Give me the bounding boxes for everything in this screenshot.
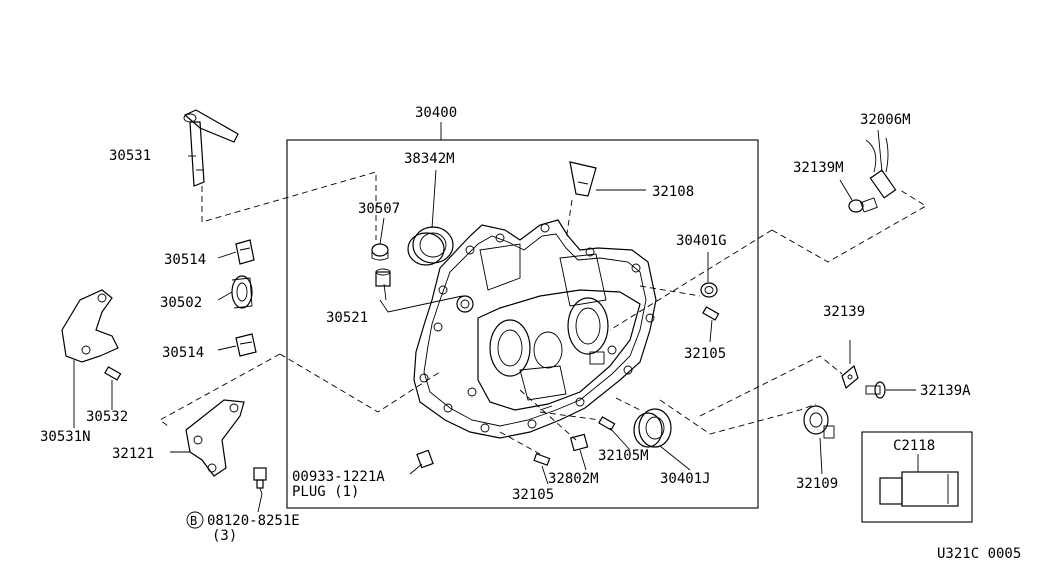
withdrawal-lever-30531 (183, 109, 239, 187)
housing-group-frame (286, 139, 759, 509)
label-32105M: 32105M (598, 448, 649, 464)
label-30507: 30507 (358, 201, 400, 217)
label-30531N: 30531N (40, 429, 91, 445)
dowel-pin-32105M (598, 416, 616, 431)
label-30514-lower: 30514 (162, 345, 204, 361)
dowel-pin-32105-upper (702, 306, 720, 321)
seal-30401J (633, 408, 672, 448)
washer-32139M (848, 197, 878, 213)
marker-b-letter: B (190, 514, 197, 528)
label-32139M: 32139M (793, 160, 844, 176)
label-plug: PLUG (1) (292, 484, 359, 500)
label-c2118: C2118 (893, 438, 935, 454)
label-32109: 32109 (796, 476, 838, 492)
label-32105-lower: 32105 (512, 487, 554, 503)
breather-32108 (569, 161, 597, 197)
pin-30532 (104, 366, 122, 381)
label-30514-upper: 30514 (164, 252, 206, 268)
bolt-32139A (865, 381, 886, 399)
label-32139A: 32139A (920, 383, 971, 399)
label-38342M: 38342M (404, 151, 455, 167)
oil-seal-38342M (407, 226, 454, 266)
fork-30531N (61, 289, 119, 363)
label-00933-1221A: 00933-1221A (292, 469, 385, 485)
label-32006M: 32006M (860, 112, 911, 128)
label-32108: 32108 (652, 184, 694, 200)
release-bearing-30502 (231, 275, 253, 309)
label-30401J: 30401J (660, 471, 711, 487)
label-32121: 32121 (112, 446, 154, 462)
speedometer-pinion-32109 (803, 405, 835, 439)
marker-b-circle (186, 511, 204, 529)
bracket-32121 (185, 399, 245, 477)
label-30400: 30400 (415, 105, 457, 121)
label-08120-qty: (3) (212, 528, 237, 544)
part-labels: 30400 38342M 30507 30521 32108 30401G 32… (40, 105, 1021, 562)
c2118-inset-frame (861, 431, 973, 523)
bolt-08120-8251E (253, 467, 267, 489)
leader-lines (73, 129, 919, 513)
bracket-32139 (841, 364, 859, 390)
label-30532: 30532 (86, 409, 128, 425)
label-30401G: 30401G (676, 233, 727, 249)
label-32105-upper: 32105 (684, 346, 726, 362)
plug-00933-1221A (416, 449, 434, 469)
transmission-case-housing (413, 219, 657, 439)
assembly-dashed-lines (159, 171, 927, 455)
seal-30401G (700, 282, 718, 298)
part-c2118 (879, 471, 959, 507)
label-30521: 30521 (326, 310, 368, 326)
label-32139: 32139 (823, 304, 865, 320)
diagram-code: U321C 0005 (937, 546, 1021, 562)
plug-32802M (569, 433, 589, 452)
label-08120-8251E: 08120-8251E (207, 513, 300, 529)
label-32802M: 32802M (548, 471, 599, 487)
label-30502: 30502 (160, 295, 202, 311)
switch-32006M (865, 137, 897, 199)
dowel-pin-32105-lower (533, 453, 551, 466)
bushing-30521 (375, 268, 391, 287)
label-30531: 30531 (109, 148, 151, 164)
clip-30514-lower (235, 333, 257, 357)
clip-30507 (371, 243, 389, 261)
clip-30514-upper (235, 239, 255, 265)
